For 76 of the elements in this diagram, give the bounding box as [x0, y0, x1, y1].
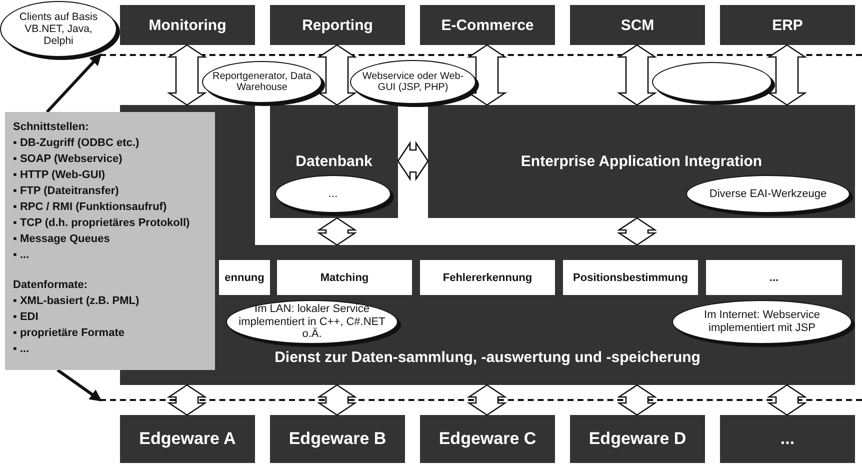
block-title: Dienst zur Daten-sammlung, -auswertung und -speicherung [274, 349, 702, 366]
box-title: Monitoring [148, 16, 226, 34]
box-title: SCM [620, 16, 654, 34]
panel-text: ▪ DB-Zugriff (ODBC etc.) [13, 136, 140, 151]
panel-text: ▪ EDI [13, 310, 40, 325]
panel-text: ▪ XML-basiert (z.B. PML) [13, 294, 140, 309]
double-block-arrow [766, 44, 808, 106]
system-box [120, 5, 255, 45]
box-title: Datenbank [296, 153, 372, 170]
panel-text: ▪ FTP (Dateitransfer) [13, 184, 120, 199]
double-block-arrow [316, 384, 358, 416]
cell-label: Fehlererkennung [442, 272, 532, 284]
callout-ellipse [350, 60, 476, 104]
system-box [570, 415, 705, 463]
double-block-arrow [616, 44, 658, 106]
panel-text: ▪ proprietäre Formate [13, 326, 126, 341]
callout-text: Clients auf Basis VB.NET, Java, Delphi [18, 10, 99, 48]
double-block-arrow [166, 44, 208, 106]
callout-text: Im Internet: Webservice implementiert mit JSP [703, 309, 821, 335]
system-box [570, 5, 705, 45]
panel-text: Datenformate: [13, 278, 89, 293]
callout-ellipse [652, 62, 772, 102]
system-box [420, 5, 555, 45]
box-title: Reporting [302, 16, 373, 34]
callout-text: ... [328, 188, 338, 200]
panel-text: Schnittstellen: [13, 120, 90, 135]
info-panel [5, 112, 215, 370]
panel-text: ▪ ... [13, 342, 30, 357]
double-block-arrow [616, 384, 658, 416]
box-title: Edgeware B [288, 429, 386, 449]
system-box [428, 105, 855, 218]
box-title: ERP [772, 16, 803, 34]
callout-text: Reportgenerator, Data Warehouse [212, 70, 312, 94]
callout-ellipse [202, 61, 322, 103]
callout-ellipse [0, 1, 117, 57]
system-box [270, 415, 405, 463]
panel-text: ▪ HTTP (Web-GUI) [13, 168, 106, 183]
pointer-arrow [46, 53, 102, 114]
callout-text: Im LAN: lokaler Service implementiert in C++, C#.NET o.Ä. [238, 303, 386, 341]
panel-text: ▪ RPC / RMI (Funktionsaufruf) [13, 200, 168, 215]
function-cell [563, 260, 698, 295]
cell-label: ... [769, 272, 779, 284]
callout-text: Webservice oder Web-GUI (JSP, PHP) [361, 70, 465, 94]
panel-text: ▪ SOAP (Webservice) [13, 152, 124, 167]
system-box [270, 5, 405, 45]
double-block-arrow [616, 217, 658, 246]
callout-text: Diverse EAI-Werkzeuge [709, 188, 827, 200]
function-cell [706, 260, 842, 295]
box-title: E-Commerce [441, 16, 534, 34]
double-block-arrow [397, 140, 429, 182]
double-block-arrow [766, 384, 808, 416]
double-block-arrow [466, 384, 508, 416]
system-box [720, 415, 855, 463]
system-box [270, 105, 398, 218]
box-title: Edgeware D [588, 429, 686, 449]
system-box [120, 415, 255, 463]
double-block-arrow [316, 217, 358, 246]
cell-label: Positionsbestimmung [573, 272, 688, 284]
double-block-arrow [166, 384, 208, 416]
function-cell [277, 260, 412, 295]
double-block-arrow [466, 44, 508, 106]
panel-text: ▪ ... [13, 248, 30, 263]
function-cell [420, 260, 555, 295]
cell-label: ennung [224, 272, 264, 284]
double-block-arrow [316, 44, 358, 106]
box-title: Enterprise Application Integration [520, 153, 762, 170]
panel-text: ▪ Message Queues [13, 232, 111, 247]
panel-text: ▪ TCP (d.h. proprietäres Protokoll) [13, 216, 191, 231]
pointer-arrow [56, 368, 102, 402]
box-title: ... [780, 429, 795, 449]
box-title: Edgeware C [438, 429, 536, 449]
function-cell [219, 260, 270, 295]
cell-label: Matching [320, 272, 369, 284]
system-box [420, 415, 555, 463]
system-box [720, 5, 855, 45]
box-title: Edgeware A [139, 429, 236, 449]
